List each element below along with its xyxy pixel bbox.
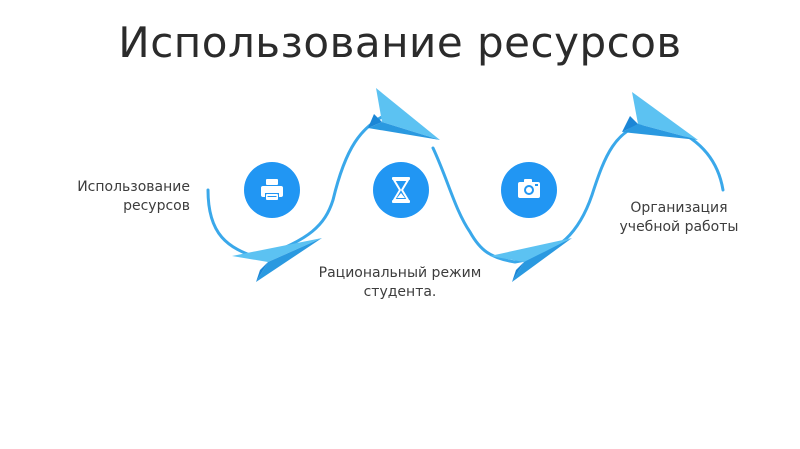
camera-icon bbox=[518, 179, 540, 198]
step-label-1-line-1: Использование bbox=[77, 179, 190, 195]
step-circle-1 bbox=[244, 162, 300, 218]
step-circle-2 bbox=[373, 162, 429, 218]
page-title: Использование ресурсов bbox=[118, 18, 682, 67]
paper-plane-icon bbox=[368, 88, 440, 140]
hourglass-icon bbox=[392, 177, 410, 203]
paper-plane-icon bbox=[232, 238, 322, 282]
paper-plane-icon bbox=[490, 238, 572, 282]
step-label-1: Использование ресурсов bbox=[40, 178, 190, 216]
step-label-2-line-2: студента. bbox=[363, 284, 437, 300]
step-label-1-line-2: ресурсов bbox=[123, 198, 190, 214]
step-label-3: Организация учебной работы bbox=[604, 199, 754, 237]
printer-icon bbox=[261, 179, 283, 200]
step-label-3-line-2: учебной работы bbox=[619, 219, 739, 235]
step-circle-3 bbox=[501, 162, 557, 218]
step-label-2: Рациональный режим студента. bbox=[300, 264, 500, 302]
step-label-3-line-1: Организация bbox=[630, 200, 728, 216]
paper-plane-icon bbox=[622, 92, 698, 140]
step-label-2-line-1: Рациональный режим bbox=[318, 265, 482, 281]
